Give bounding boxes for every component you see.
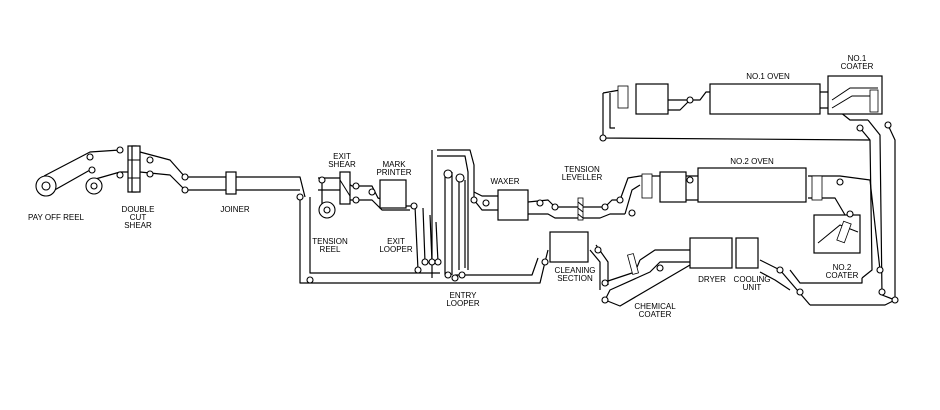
label-tension-reel-2: REEL [320, 245, 341, 254]
label-entry-looper-1: ENTRY [450, 291, 478, 300]
label-chemical-coater-2: COATER [639, 310, 672, 319]
cleaning-section-icon [549, 231, 589, 263]
label-no2-coater-2: COATER [826, 271, 859, 280]
dryer-icon [689, 237, 733, 269]
no1-line-roll-icon [617, 85, 629, 109]
waxer-icon [497, 189, 529, 221]
label-joiner: JOINER [220, 205, 250, 214]
strip-path [43, 89, 896, 307]
label-exit-looper-1: EXIT [387, 237, 405, 246]
mark-printer-icon [379, 179, 407, 209]
label-double-cut-shear-1: DOUBLE [122, 205, 155, 214]
chemical-coater-icon [627, 253, 639, 275]
label-no1-coater-2: COATER [841, 62, 874, 71]
label-dryer: DRYER [698, 275, 726, 284]
no2-coater-roll-icon [641, 173, 653, 199]
label-tension-leveller-2: LEVELLER [562, 173, 603, 182]
label-waxer: WAXER [490, 177, 519, 186]
label-cooling-unit-1: COOLING [734, 275, 771, 284]
no2-oven-icon [697, 167, 807, 203]
no1-oven-icon [709, 83, 821, 115]
no2-coater-icon [813, 214, 861, 254]
label-entry-looper-2: LOOPER [446, 299, 480, 308]
label-no2-coater-1: NO.2 [833, 263, 852, 272]
label-cleaning-section-2: SECTION [557, 274, 593, 283]
entry-looper-icon [443, 169, 453, 179]
label-cleaning-section-1: CLEANING [555, 266, 596, 275]
label-no1-coater-1: NO.1 [848, 54, 867, 63]
label-cooling-unit-2: UNIT [743, 283, 762, 292]
cooling-unit-icon [735, 237, 759, 269]
joiner-icon [225, 171, 237, 195]
label-exit-shear-1: EXIT [333, 152, 351, 161]
label-tension-leveller-1: TENSION [564, 165, 600, 174]
label-exit-shear-2: SHEAR [328, 160, 356, 169]
label-no2-oven: NO.2 OVEN [730, 157, 774, 166]
label-tension-reel-1: TENSION [312, 237, 348, 246]
label-chemical-coater-1: CHEMICAL [634, 302, 676, 311]
tension-leveller-icon [577, 197, 584, 221]
label-pay-off-reel: PAY OFF REEL [28, 213, 85, 222]
label-mark-printer-2: PRINTER [376, 168, 411, 177]
label-no1-oven: NO.1 OVEN [746, 72, 790, 81]
label-exit-looper-2: LOOPER [379, 245, 413, 254]
label-mark-printer-1: MARK [382, 160, 406, 169]
labels: PAY OFF REEL DOUBLE CUT SHEAR JOINER EXI… [28, 54, 874, 319]
label-double-cut-shear-3: SHEAR [124, 221, 152, 230]
equipment [35, 75, 899, 304]
label-double-cut-shear-2: CUT [130, 213, 147, 222]
